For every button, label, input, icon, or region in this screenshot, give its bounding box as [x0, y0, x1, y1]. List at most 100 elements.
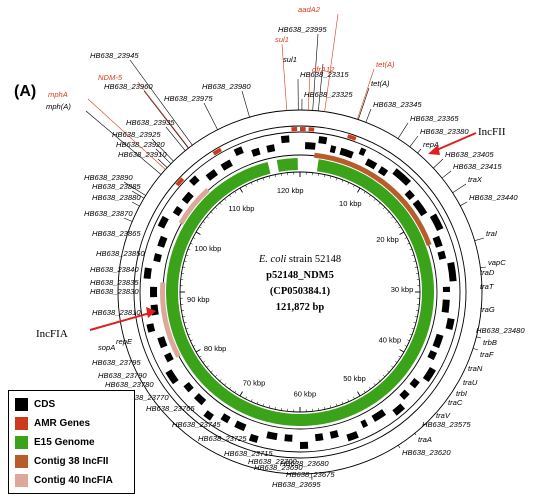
gene-label: HB638_23415	[453, 162, 502, 171]
scale-tick	[192, 237, 196, 239]
center-length: 121,872 bp	[276, 302, 325, 313]
cds-block	[266, 431, 278, 441]
legend-label: CDS	[34, 399, 56, 410]
gene-label: HB638_23770	[120, 393, 169, 402]
gene-leader-line	[472, 348, 479, 351]
scale-tick	[182, 266, 186, 268]
scale-tick	[341, 401, 344, 405]
gene-label: traA	[418, 435, 432, 444]
scale-tick	[394, 360, 398, 363]
gene-label: NDM-5	[98, 73, 123, 82]
gene-leader-line	[452, 183, 467, 193]
scale-label: 120 kbp	[277, 186, 304, 195]
gene-tick-lines	[85, 13, 487, 481]
scale-tick	[407, 339, 410, 342]
gene-label: traN	[468, 364, 483, 373]
cds-block	[447, 262, 457, 282]
gene-leader-line	[358, 87, 370, 120]
contig-track	[159, 152, 432, 358]
legend-item-e15-genome: E15 Genome	[15, 433, 134, 452]
cds-block	[437, 250, 447, 260]
scale-label: 30 kbp	[391, 285, 414, 294]
scale-tick	[274, 174, 276, 178]
gene-label: HB638_23810	[92, 308, 141, 317]
gene-label: HB638_23840	[90, 265, 139, 274]
legend: CDS AMR Genes E15 Genome Contig 38 IncFI…	[8, 390, 135, 494]
scale-tick	[190, 242, 193, 245]
scale-tick	[234, 191, 237, 194]
scale-tick	[202, 221, 206, 224]
scale-tick	[394, 221, 398, 224]
gene-label: aadA2	[298, 5, 321, 14]
scale-tick	[414, 316, 418, 318]
legend-label: E15 Genome	[34, 437, 95, 448]
cds-block	[441, 299, 450, 313]
scale-tick	[391, 216, 394, 219]
gene-label: mph(A)	[46, 102, 71, 111]
scale-tick	[368, 194, 371, 198]
contig40-arc	[159, 282, 181, 358]
gene-label: HB638_23575	[422, 420, 471, 429]
gene-label: mphA	[48, 90, 68, 99]
cds-block	[164, 352, 174, 363]
cds-block	[149, 286, 158, 298]
legend-item-amr-genes: AMR Genes	[15, 414, 134, 433]
gene-leader-line	[137, 81, 190, 149]
cds-block	[399, 389, 410, 400]
scale-tick	[219, 202, 222, 205]
gene-leader-line	[365, 108, 372, 123]
cds-block	[318, 136, 328, 145]
gene-label: HB638_23920	[116, 140, 165, 149]
gene-label: trbB	[483, 338, 497, 347]
cds-block	[314, 433, 324, 442]
scale-tick	[268, 405, 270, 408]
cds-block	[358, 147, 367, 157]
scale-tick	[214, 206, 218, 210]
scale-tick	[413, 260, 416, 262]
scale-tick	[399, 231, 405, 235]
scale-tick	[409, 248, 413, 251]
cds-block	[205, 169, 218, 181]
scale-tick	[214, 374, 218, 378]
cds-block	[143, 267, 152, 279]
scale-tick	[336, 403, 338, 407]
scale-tick	[206, 216, 209, 219]
gene-label: HB638_23865	[92, 229, 141, 238]
scale-tick	[387, 211, 390, 214]
scale-label: 20 kbp	[376, 235, 399, 244]
gene-leader-line	[123, 181, 146, 196]
scale-tick	[404, 345, 408, 347]
scale-label: 90 kbp	[187, 295, 210, 304]
gene-leader-line	[433, 158, 444, 169]
legend-label: Contig 40 IncFIA	[34, 475, 113, 486]
panel-label: (A)	[14, 83, 36, 100]
scale-label: 10 kbp	[339, 199, 362, 208]
scale-tick	[268, 176, 270, 179]
cds-block	[404, 189, 415, 201]
scale-tick	[245, 396, 247, 400]
scale-tick	[250, 399, 253, 402]
cds-block	[183, 381, 194, 393]
gene-label: HB638_23890	[84, 173, 133, 182]
gene-label: traG	[480, 305, 495, 314]
incfia-arrowhead-icon	[146, 307, 156, 318]
cds-block	[248, 433, 259, 443]
legend-item-contig-40: Contig 40 IncFIA	[15, 471, 134, 490]
scale-tick	[190, 339, 193, 342]
gene-leader-line	[476, 336, 482, 339]
gene-leader-line	[123, 217, 133, 222]
center-organism-italic: E. coli	[258, 254, 286, 265]
gene-leader-line	[151, 138, 174, 162]
gene-label: HB638_23480	[476, 326, 525, 335]
gene-label: trbI	[456, 389, 468, 398]
scale-tick	[199, 355, 202, 358]
gene-label: HB638_23980	[202, 82, 251, 91]
cds-block	[266, 144, 276, 153]
scale-tick	[353, 396, 355, 400]
cds-block	[220, 413, 231, 424]
gene-label: HB638_23690	[254, 463, 303, 472]
cds-block	[392, 168, 412, 186]
incfii-arrowhead-icon	[428, 145, 440, 155]
cds-block	[445, 318, 455, 330]
